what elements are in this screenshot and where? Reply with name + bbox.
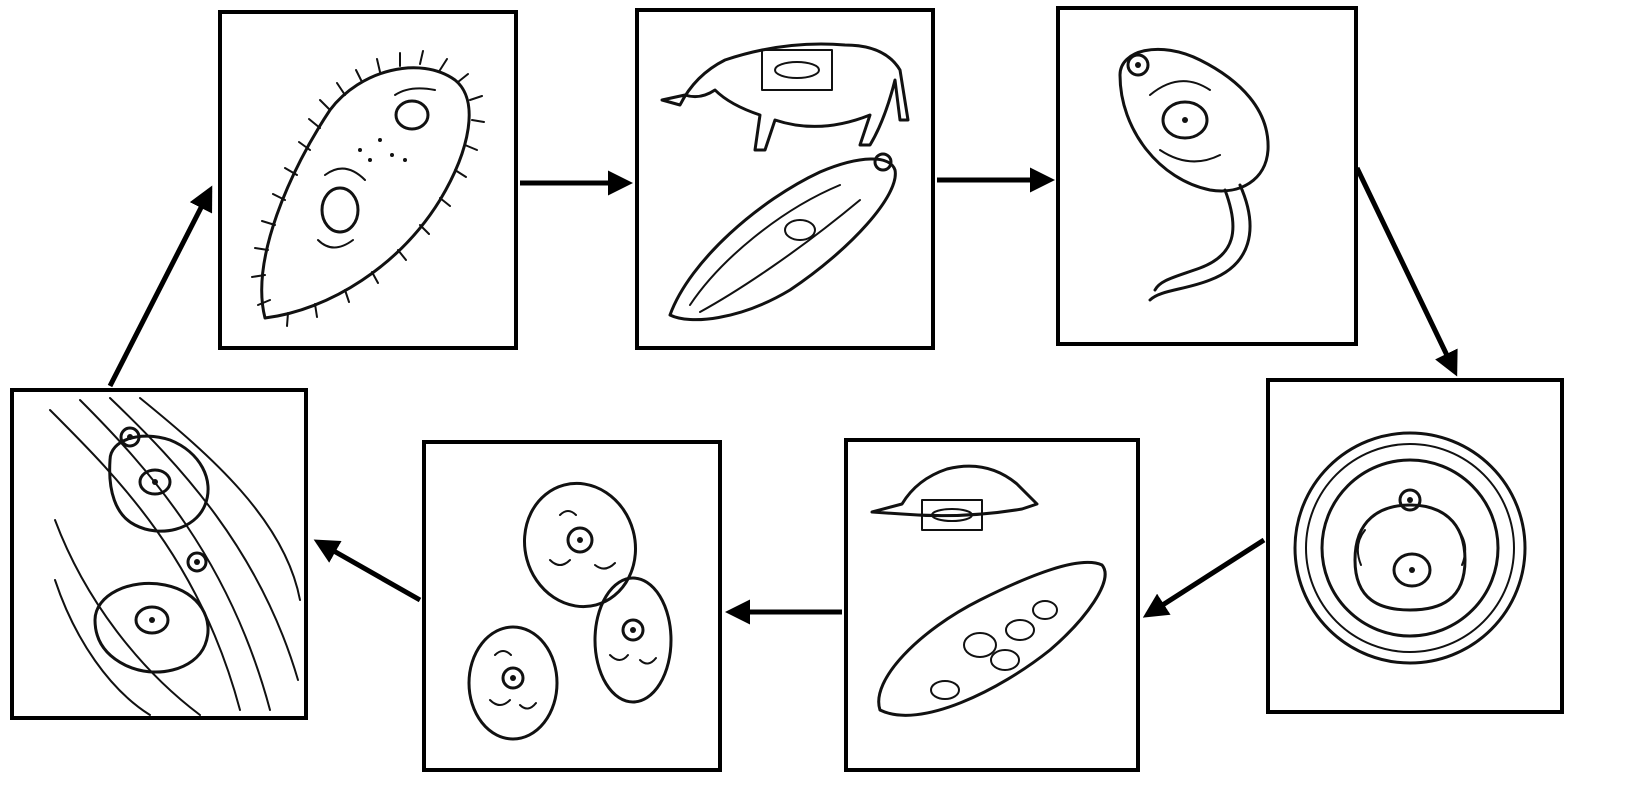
arrow-stage-4-to-stage-5 (1147, 540, 1264, 615)
stage-3-panel (1058, 8, 1356, 344)
stage-1-panel (220, 12, 516, 348)
arrow-stage-7-to-stage-1 (110, 190, 210, 386)
arrow-stage-6-to-stage-7 (318, 542, 420, 600)
stage-7-panel (12, 390, 306, 718)
stage-2-panel (637, 10, 933, 348)
stage-5-panel (846, 440, 1138, 770)
stage-4-panel (1268, 380, 1562, 712)
stage-6-panel (424, 442, 720, 770)
arrow-stage-3-to-stage-4 (1357, 168, 1455, 372)
